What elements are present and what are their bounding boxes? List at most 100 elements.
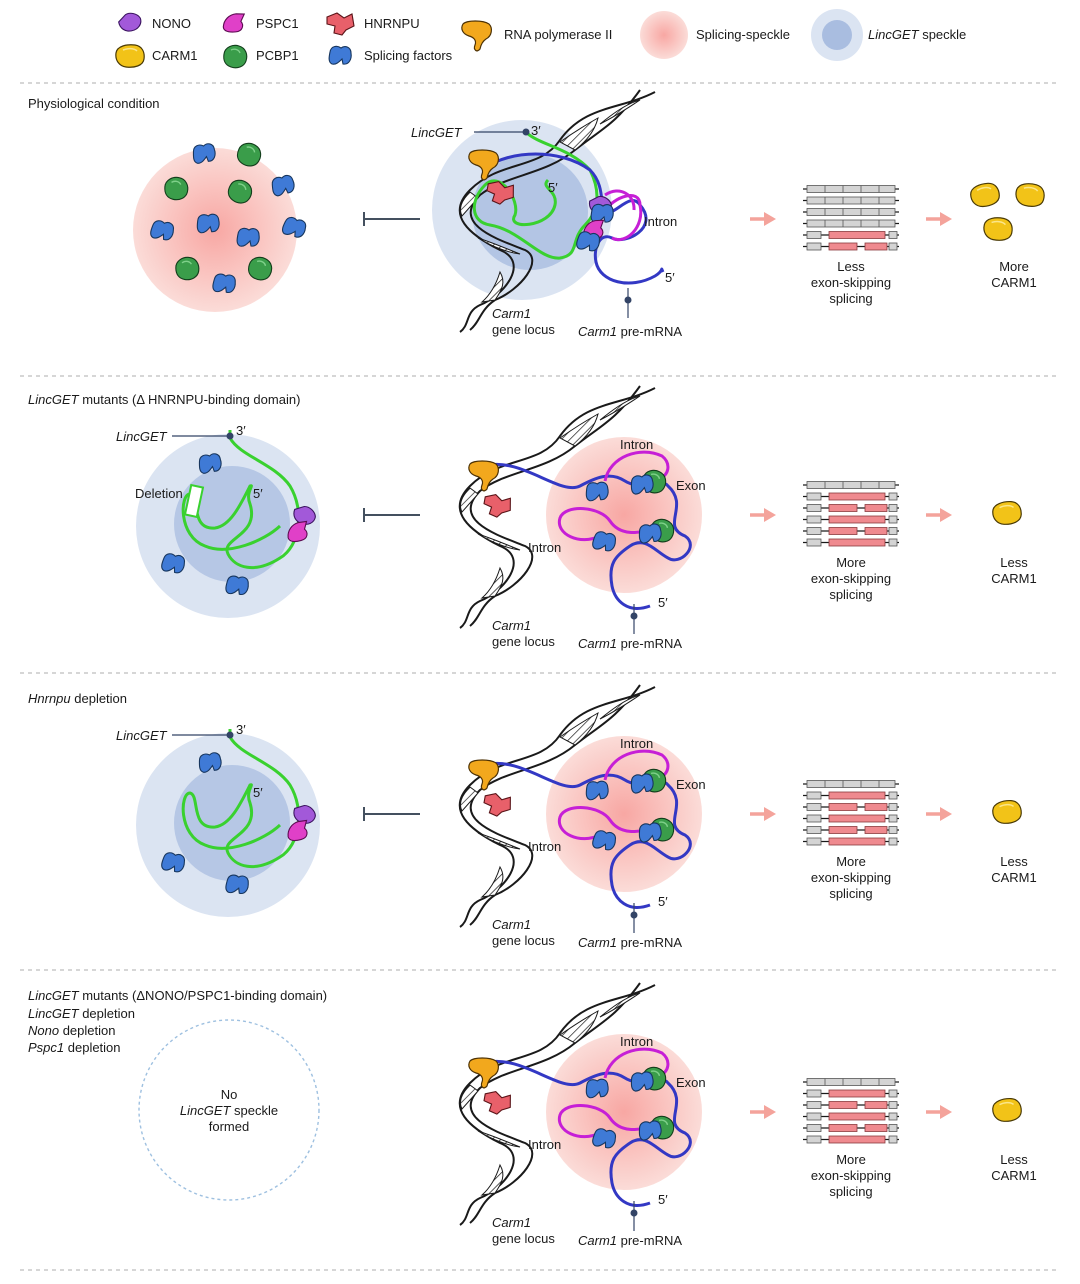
splicing-complex bbox=[630, 469, 667, 495]
pcbp1-protein-icon bbox=[223, 44, 248, 69]
lincget-label: LincGET bbox=[116, 429, 168, 444]
intron-loop bbox=[603, 749, 670, 781]
splicing-factor-icon bbox=[576, 231, 600, 252]
exon-block bbox=[864, 1124, 888, 1132]
carm1-outcome-label: CARM1 bbox=[991, 1168, 1037, 1183]
transcript-row bbox=[803, 515, 899, 524]
inhibition-arrow bbox=[363, 212, 420, 226]
exon-block bbox=[828, 492, 886, 501]
splicing-factor-icon bbox=[592, 531, 616, 552]
exon-block bbox=[806, 1089, 822, 1098]
transcript-row bbox=[803, 538, 899, 547]
exon-block bbox=[888, 814, 898, 823]
dna-groove bbox=[480, 865, 504, 898]
exon-block bbox=[888, 242, 898, 251]
exon-block bbox=[828, 1135, 886, 1144]
splicing-speckle-body bbox=[546, 437, 702, 593]
exon-block bbox=[806, 1135, 822, 1144]
pcbp1-protein-icon bbox=[227, 179, 253, 204]
exon-block bbox=[888, 1112, 898, 1121]
exon-block bbox=[806, 185, 896, 193]
exon-block bbox=[888, 1135, 898, 1144]
transcript-row bbox=[803, 814, 899, 823]
exon-block bbox=[806, 219, 896, 228]
dna-groove bbox=[559, 413, 599, 447]
pre-mrna-strand bbox=[484, 1059, 692, 1207]
gene-locus-label-1: Carm1 bbox=[492, 917, 531, 932]
transcript-row bbox=[803, 185, 899, 193]
exon-block bbox=[806, 803, 822, 811]
intron-loop bbox=[557, 806, 651, 841]
five-prime-label: 5′ bbox=[548, 180, 558, 195]
panel-subtitle: Nono depletion bbox=[28, 1023, 115, 1038]
pcbp1-protein-icon bbox=[164, 176, 189, 201]
mrna-5prime-end bbox=[630, 1209, 638, 1217]
splicing-factor-icon bbox=[271, 174, 295, 197]
exon-block bbox=[888, 1089, 898, 1098]
pspc1-protein-icon bbox=[222, 13, 246, 33]
splicing-speckle-body bbox=[546, 736, 702, 892]
hnrnpu-protein-icon bbox=[483, 793, 511, 817]
splicing-outcome-label: exon-skipping bbox=[811, 1168, 891, 1183]
transcript-row bbox=[803, 1101, 899, 1109]
exon-block bbox=[864, 1101, 888, 1109]
carm1-outcome-label: More bbox=[999, 259, 1029, 274]
exon-block bbox=[806, 196, 896, 205]
exon-block bbox=[828, 538, 886, 547]
rna-polymerase-ii-icon bbox=[468, 149, 499, 181]
exon-block bbox=[806, 837, 822, 846]
exon-block bbox=[806, 515, 822, 524]
legend-item-6: CARM1 bbox=[115, 44, 198, 68]
legend-label: CARM1 bbox=[152, 48, 198, 63]
panel-subtitle: Pspc1 depletion bbox=[28, 1040, 121, 1055]
intron-label: Intron bbox=[620, 736, 653, 751]
intron-label-2: Intron bbox=[528, 1137, 561, 1152]
panel-title: Hnrnpu depletion bbox=[28, 691, 127, 706]
exon-block bbox=[828, 1112, 886, 1121]
dna-groove bbox=[559, 1010, 599, 1044]
transcript-isoforms bbox=[803, 481, 899, 547]
hnrnpu-protein-icon bbox=[326, 12, 355, 36]
exon-block bbox=[888, 527, 898, 535]
exon-block bbox=[888, 492, 898, 501]
splicing-factor-icon bbox=[236, 227, 260, 247]
exon-block bbox=[888, 231, 898, 239]
legend-label: Splicing factors bbox=[364, 48, 453, 63]
five-prime-label: 5′ bbox=[253, 486, 263, 501]
exon-block bbox=[806, 231, 822, 239]
carm1-protein-icon bbox=[115, 44, 145, 68]
pcbp1-protein-icon bbox=[175, 256, 200, 281]
intron-label: Intron bbox=[644, 214, 677, 229]
flow-arrow bbox=[750, 807, 776, 821]
exon-block bbox=[828, 1089, 886, 1098]
pspc1-protein-icon bbox=[287, 520, 308, 543]
dna-groove bbox=[477, 533, 521, 551]
exon-block bbox=[888, 791, 898, 800]
carm1-protein-icon bbox=[992, 800, 1022, 824]
pre-mrna-label: Carm1 pre-mRNA bbox=[578, 324, 682, 339]
exon-block bbox=[828, 527, 858, 535]
panel-title: LincGET mutants (Δ HNRNPU-binding domain… bbox=[28, 392, 300, 407]
splicing-factor-icon bbox=[198, 453, 222, 474]
transcript-row bbox=[803, 208, 899, 216]
exon-block bbox=[864, 527, 888, 535]
splicing-speckle bbox=[133, 142, 307, 312]
legend-label: PSPC1 bbox=[256, 16, 299, 31]
dna-strand-a bbox=[458, 984, 656, 1226]
pre-mrna-label: Carm1 pre-mRNA bbox=[578, 636, 682, 651]
exon-block bbox=[888, 826, 898, 834]
exon-block bbox=[888, 504, 898, 512]
panel-subtitle: LincGET depletion bbox=[28, 1006, 135, 1021]
nono-protein-icon bbox=[293, 505, 316, 525]
gene-locus-label-2: gene locus bbox=[492, 933, 555, 948]
hnrnpu-protein-icon bbox=[483, 1091, 511, 1115]
splicing-outcome-label: splicing bbox=[829, 886, 872, 901]
transcript-row bbox=[803, 791, 899, 800]
legend-label: NONO bbox=[152, 16, 191, 31]
transcript-row bbox=[803, 492, 899, 501]
legend-label: LincGET speckle bbox=[868, 27, 966, 42]
legend-label: Splicing-speckle bbox=[696, 27, 790, 42]
